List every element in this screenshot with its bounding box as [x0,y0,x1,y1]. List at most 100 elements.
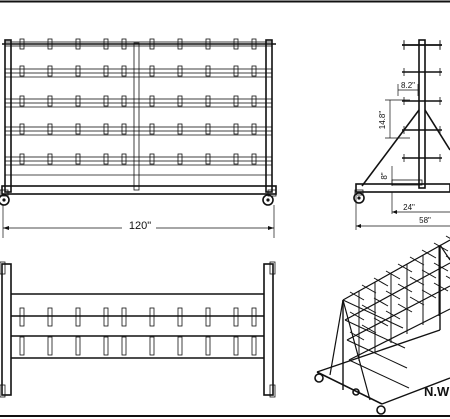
front-peg [149,153,155,165]
top-peg [233,307,239,327]
top-peg [19,336,25,356]
front-peg [19,153,25,165]
front-rail [4,41,273,47]
front-peg [47,95,53,107]
front-peg [177,95,183,107]
iso-line [385,310,401,320]
front-peg [233,123,239,135]
front-peg [19,95,25,107]
front-peg [121,153,127,165]
iso-line [397,283,413,293]
caster-left-front [0,189,10,206]
iso-line [316,329,441,373]
top-plan-view [0,261,276,398]
front-peg [75,123,81,135]
iso-line [445,235,450,239]
front-peg [251,95,257,107]
iso-line [381,377,450,405]
top-peg [75,307,81,327]
iso-line [348,308,450,361]
center-post [133,42,140,191]
iso-line [409,296,425,306]
iso-line [433,282,449,292]
front-peg [103,65,109,77]
iso-line [346,339,408,369]
front-rail [4,68,273,74]
top-peg [75,336,81,356]
vertical-spacing-label: 14.8" [378,111,387,130]
width-dimension-line: 120" [2,205,275,238]
iso-line [373,297,389,307]
front-peg [251,65,257,77]
caster-side [353,189,365,204]
front-peg [233,153,239,165]
front-peg [103,38,109,50]
top-left-end-frame [1,263,12,396]
front-peg [251,123,257,135]
caster-right-front [262,189,277,206]
front-peg [121,95,127,107]
front-peg [149,65,155,77]
side-center-column [418,39,426,189]
iso-line [342,299,404,329]
iso-line [421,289,437,299]
iso-line [342,299,371,401]
iso-line [361,284,377,294]
front-peg [177,38,183,50]
front-peg [149,95,155,107]
iso-line [421,249,437,259]
front-peg [19,123,25,135]
front-peg [75,95,81,107]
front-peg [251,153,257,165]
front-peg [103,123,109,135]
front-peg [103,153,109,165]
front-peg [233,95,239,107]
base-height-dimension: 8" [380,166,393,186]
top-peg [103,307,109,327]
isometric-frame-lines [316,235,450,405]
top-peg [19,307,25,327]
top-peg [149,336,155,356]
iso-line [344,262,450,321]
front-peg [47,123,53,135]
isometric-caption: N.W [424,384,450,399]
front-peg [75,153,81,165]
front-peg [205,65,211,77]
side-elevation-view: 8.2" 14.8" 8" 24" 58" [353,39,450,230]
iso-line [349,311,365,321]
iso-line [349,291,365,301]
iso-line [385,290,401,300]
top-peg [103,336,109,356]
front-view-rails [4,41,273,176]
front-peg [47,65,53,77]
inner-width-dimension: 24" [391,192,450,214]
arm-spacing-dimension: 8.2" [397,81,419,96]
iso-line [346,285,450,341]
front-peg [177,65,183,77]
front-peg [149,123,155,135]
top-peg [121,307,127,327]
top-peg [121,336,127,356]
isometric-view: N.W [314,235,450,415]
side-base-frame [355,183,450,193]
top-peg [205,307,211,327]
left-end-post [4,39,12,193]
iso-line [361,304,377,314]
arm-spacing-label: 8.2" [401,81,415,90]
top-peg [233,336,239,356]
iso-line [439,244,450,261]
front-peg [47,38,53,50]
front-peg [205,153,211,165]
iso-line [385,270,401,280]
front-rail [4,156,273,162]
top-peg [47,336,53,356]
front-peg [205,38,211,50]
vertical-spacing-dimension: 14.8" [378,99,410,139]
front-peg [103,95,109,107]
top-peg [47,307,53,327]
front-peg [205,95,211,107]
base-width-label: 58" [419,216,431,225]
iso-line [409,256,425,266]
front-peg [121,38,127,50]
right-end-post [265,39,273,193]
